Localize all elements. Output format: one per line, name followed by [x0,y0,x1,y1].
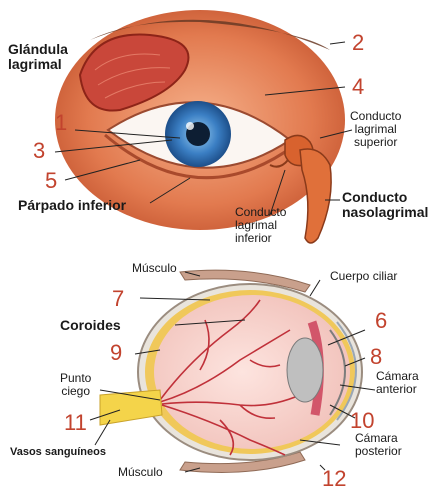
label-cuerpo-ciliar: Cuerpo ciliar [330,270,397,283]
number-4: 4 [352,76,364,98]
number-1: 1 [55,112,67,134]
number-7: 7 [112,288,124,310]
number-6: 6 [375,310,387,332]
number-2: 2 [352,32,364,54]
label-glandula-lagrimal: Glándula lagrimal [8,42,68,73]
label-conducto-nasolagrimal: Conducto nasolagrimal [342,190,428,221]
label-conducto-lagrimal-inferior: Conducto lagrimal inferior [235,206,286,246]
label-punto-ciego: Punto ciego [60,372,91,398]
label-musculo-bottom: Músculo [118,466,163,479]
number-11: 11 [64,412,87,434]
label-musculo-top: Músculo [132,262,177,275]
number-3: 3 [33,140,45,162]
number-10: 10 [350,410,374,432]
label-conducto-lagrimal-superior: Conducto lagrimal superior [350,110,401,150]
label-camara-anterior: Cámara anterior [376,370,419,396]
label-vasos-sanguineos: Vasos sanguíneos [10,446,106,458]
number-8: 8 [370,346,382,368]
number-9: 9 [110,342,122,364]
number-5: 5 [45,170,57,192]
number-12: 12 [322,468,346,490]
label-parpado-inferior: Párpado inferior [18,198,126,213]
eyeball-cross-section [100,270,362,472]
label-camara-posterior: Cámara posterior [355,432,402,458]
label-coroides: Coroides [60,318,121,333]
